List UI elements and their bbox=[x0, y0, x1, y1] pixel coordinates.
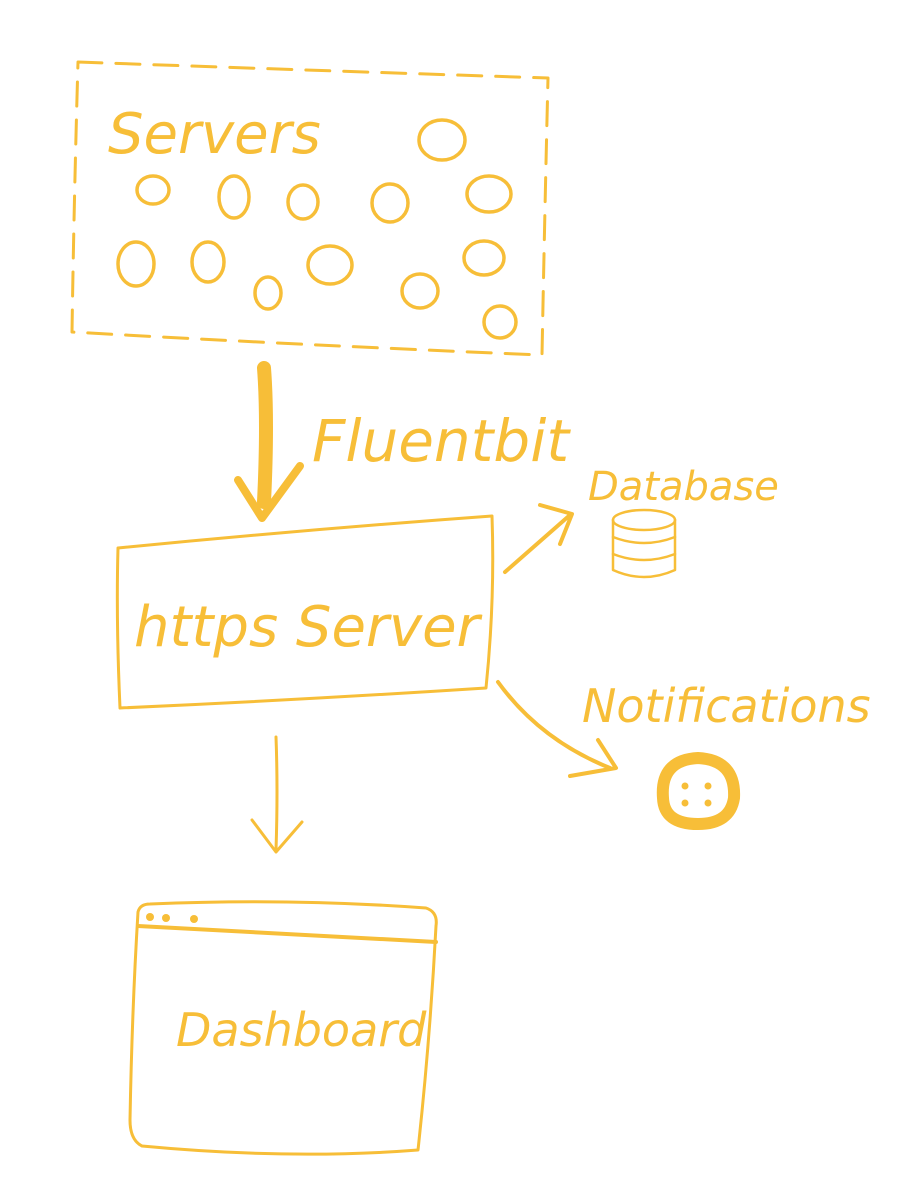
server-circles bbox=[116, 118, 518, 340]
fluentbit-label: Fluentbit bbox=[312, 407, 571, 475]
server-icon bbox=[217, 174, 251, 220]
fluentbit-arrow-head bbox=[234, 462, 304, 522]
server-icon bbox=[400, 272, 440, 310]
server-icon bbox=[253, 275, 283, 311]
servers-group: Servers bbox=[70, 60, 550, 357]
database-label: Database bbox=[588, 464, 779, 510]
window-controls-icon bbox=[146, 913, 198, 923]
https-server-node: https Server bbox=[115, 514, 495, 710]
server-icon bbox=[286, 183, 320, 221]
https-server-box bbox=[115, 514, 495, 710]
server-icon bbox=[135, 174, 171, 206]
database-arrow bbox=[503, 503, 574, 574]
server-icon bbox=[462, 239, 506, 277]
https-server-label: https Server bbox=[134, 595, 483, 660]
fluentbit-arrow: Fluentbit bbox=[234, 361, 571, 522]
notifications-arrow bbox=[496, 680, 618, 778]
server-icon bbox=[116, 240, 156, 288]
servers-dashed-border bbox=[70, 60, 550, 357]
notifications-node: Notifications bbox=[496, 679, 871, 830]
server-icon bbox=[482, 304, 518, 340]
server-icon bbox=[306, 244, 354, 286]
dashboard-window bbox=[128, 900, 438, 1156]
fluentbit-arrow-shaft bbox=[257, 361, 273, 509]
server-icon bbox=[417, 118, 467, 162]
dashboard-title-bar bbox=[136, 924, 438, 944]
dashboard-label: Dashboard bbox=[176, 1003, 427, 1057]
database-node: Database bbox=[503, 464, 779, 579]
dashboard-node: Dashboard bbox=[128, 900, 438, 1156]
server-icon bbox=[190, 240, 226, 284]
database-icon bbox=[611, 508, 677, 579]
notification-bell-icon bbox=[656, 752, 741, 830]
server-icon bbox=[370, 182, 410, 224]
dashboard-arrow bbox=[250, 735, 304, 854]
notifications-label: Notifications bbox=[582, 679, 871, 733]
servers-label: Servers bbox=[108, 102, 321, 167]
server-icon bbox=[465, 174, 513, 214]
